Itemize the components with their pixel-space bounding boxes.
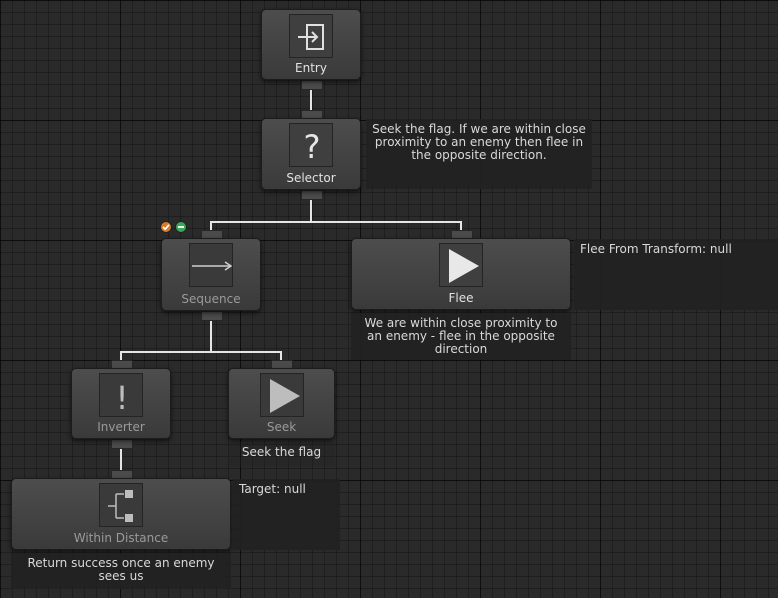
wire-inverter-within	[120, 446, 122, 471]
flee-node[interactable]: Flee	[351, 238, 571, 310]
sequence-label: Sequence	[181, 292, 241, 306]
play-icon	[259, 373, 304, 417]
seek-comment: Seek the flag	[228, 442, 335, 466]
minus-icon	[175, 221, 187, 233]
entry-output-port[interactable]	[301, 80, 323, 90]
conditional-branch-icon	[99, 483, 143, 527]
flee-comment: We are within close proximity to an enem…	[351, 313, 571, 360]
inverter-output-port[interactable]	[111, 439, 133, 449]
selector-label: Selector	[286, 171, 336, 185]
arrow-right-icon	[189, 243, 233, 287]
inverter-node[interactable]: ! Inverter	[71, 368, 171, 439]
wire-to-inverter	[120, 351, 122, 361]
wire-selector-down	[310, 199, 312, 221]
sequence-node[interactable]: Sequence	[161, 238, 261, 311]
entry-node[interactable]: Entry	[261, 9, 361, 80]
wire-entry-selector	[310, 88, 312, 110]
play-icon	[439, 243, 483, 287]
wire-to-sequence	[210, 221, 212, 231]
entry-icon	[289, 14, 333, 58]
wire-to-seek	[280, 351, 282, 361]
flee-info: Flee From Transform: null	[574, 239, 778, 310]
seek-node[interactable]: Seek	[228, 368, 335, 439]
exclamation-icon: !	[99, 373, 143, 417]
entry-label: Entry	[295, 61, 327, 75]
wire-sequence-down	[210, 319, 212, 352]
wire-sequence-horizontal	[120, 351, 282, 353]
sequence-output-port[interactable]	[201, 311, 223, 321]
within-distance-info: Target: null	[233, 479, 340, 550]
within-distance-comment: Return success once an enemy sees us	[11, 553, 231, 589]
svg-text:?: ?	[304, 128, 321, 166]
within-distance-node[interactable]: Within Distance	[11, 478, 231, 550]
inverter-label: Inverter	[97, 420, 145, 434]
flee-label: Flee	[448, 291, 474, 305]
svg-text:!: !	[116, 379, 129, 417]
seek-label: Seek	[266, 420, 297, 434]
selector-comment: Seek the flag. If we are within close pr…	[366, 119, 592, 189]
selector-output-port[interactable]	[301, 190, 323, 200]
wire-selector-horizontal	[210, 221, 462, 223]
within-distance-label: Within Distance	[73, 531, 169, 545]
wire-to-flee	[460, 221, 462, 231]
check-icon	[160, 221, 172, 233]
question-mark-icon: ?	[289, 123, 333, 167]
selector-node[interactable]: ? Selector	[261, 118, 361, 190]
